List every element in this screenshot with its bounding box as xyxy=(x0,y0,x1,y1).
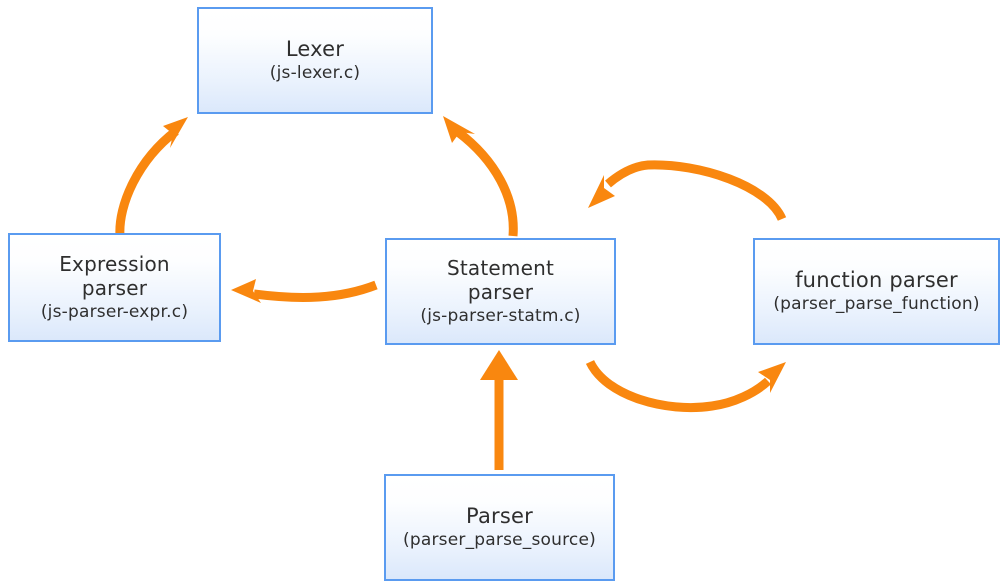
node-statement-parser-subtitle: (js-parser-statm.c) xyxy=(420,306,581,327)
node-expression-parser-title: Expression xyxy=(59,251,170,276)
edge-statement-to-expr xyxy=(231,279,378,303)
edge-parser-to-statement xyxy=(480,350,518,470)
node-function-parser-subtitle: (parser_parse_function) xyxy=(773,294,980,315)
node-lexer-subtitle: (js-lexer.c) xyxy=(269,63,361,84)
node-parser-subtitle: (parser_parse_source) xyxy=(403,530,596,551)
edge-function-to-statement xyxy=(588,160,787,222)
node-statement-parser-title-line2: parser xyxy=(467,280,534,305)
node-lexer-title: Lexer xyxy=(285,37,345,62)
node-expression-parser-subtitle: (js-parser-expr.c) xyxy=(40,302,189,323)
node-expression-parser[interactable]: Expression parser (js-parser-expr.c) xyxy=(8,233,221,342)
node-statement-parser[interactable]: Statement parser (js-parser-statm.c) xyxy=(385,238,616,345)
edge-statement-to-lexer-arrowhead xyxy=(443,116,475,143)
edge-expr-to-lexer xyxy=(115,117,188,237)
edge-statement-to-function-path xyxy=(585,359,772,413)
node-function-parser[interactable]: function parser (parser_parse_function) xyxy=(753,238,1000,345)
node-parser[interactable]: Parser (parser_parse_source) xyxy=(384,474,615,581)
edge-expr-to-lexer-arrowhead xyxy=(163,117,188,148)
edge-parser-to-statement-arrowhead xyxy=(480,350,518,380)
edge-statement-to-lexer xyxy=(443,116,518,237)
edge-function-to-statement-arrowhead xyxy=(588,175,615,208)
edge-function-to-statement-path xyxy=(605,160,787,222)
edge-statement-to-expr-path xyxy=(253,280,378,302)
edge-expr-to-lexer-path xyxy=(115,127,179,237)
node-lexer[interactable]: Lexer (js-lexer.c) xyxy=(197,7,433,114)
node-statement-parser-title: Statement xyxy=(446,255,555,280)
edge-statement-to-expr-arrowhead xyxy=(231,279,261,303)
edge-statement-to-function-arrowhead xyxy=(758,362,786,393)
edge-statement-to-lexer-path xyxy=(455,128,518,237)
edge-statement-to-function xyxy=(585,359,786,413)
node-function-parser-title: function parser xyxy=(795,268,958,293)
node-parser-title: Parser xyxy=(466,504,533,529)
node-expression-parser-title-line2: parser xyxy=(81,276,148,301)
